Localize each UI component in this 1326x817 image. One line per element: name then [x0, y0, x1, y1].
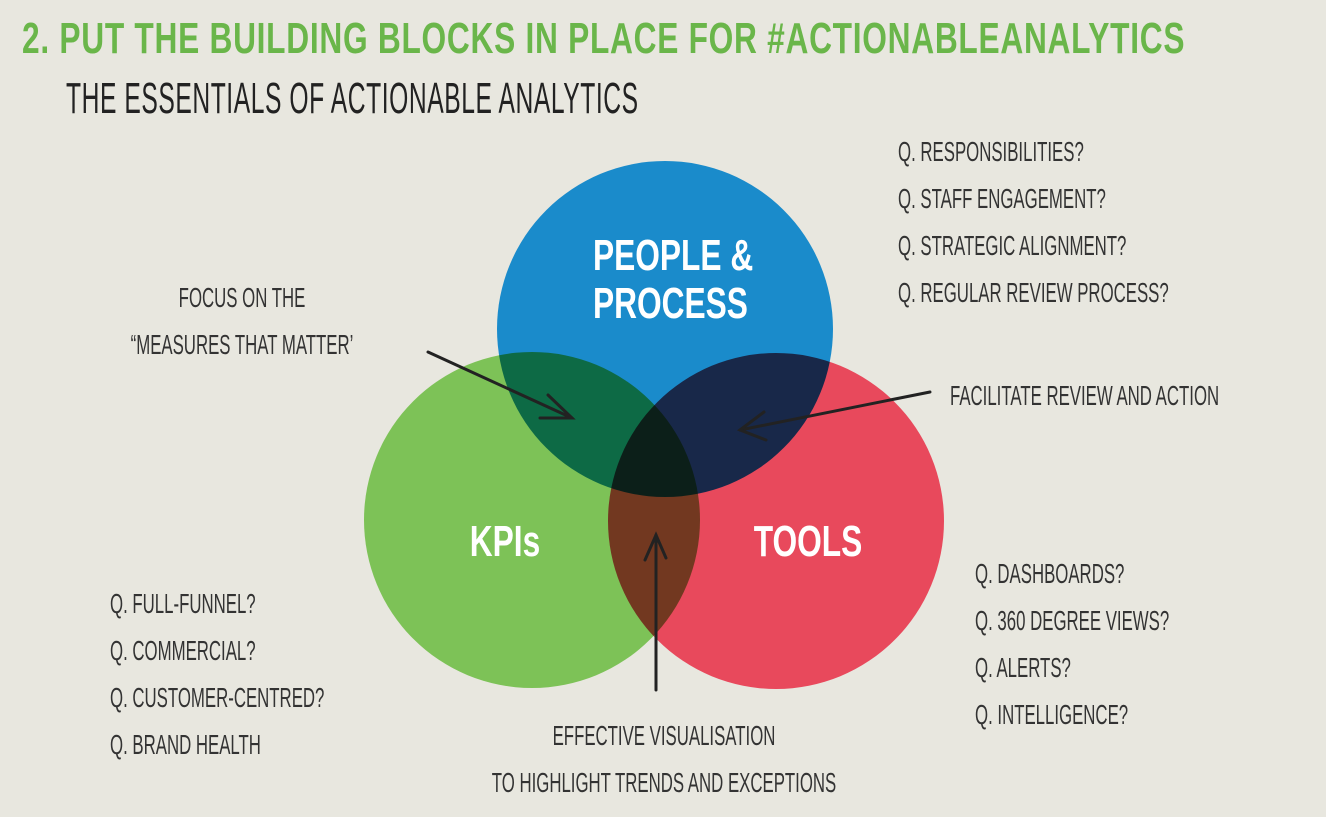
question-item: Q. STAFF ENGAGEMENT?: [898, 183, 1106, 214]
question-item: Q. DASHBOARDS?: [975, 558, 1125, 589]
question-item: Q. REGULAR REVIEW PROCESS?: [898, 277, 1169, 308]
visualisation-line2: TO HIGHLIGHT TRENDS AND EXCEPTIONS: [491, 767, 837, 798]
question-item: Q. FULL-FUNNEL?: [110, 588, 256, 619]
focus-line2: “MEASURES THAT MATTER’: [130, 329, 354, 360]
visualisation-annotation: EFFECTIVE VISUALISATION TO HIGHLIGHT TRE…: [475, 712, 853, 806]
focus-annotation: FOCUS ON THE “MEASURES THAT MATTER’: [110, 274, 374, 368]
question-item: Q. RESPONSIBILITIES?: [898, 136, 1084, 167]
visualisation-line1: EFFECTIVE VISUALISATION: [552, 720, 776, 751]
question-item: Q. ALERTS?: [975, 652, 1071, 683]
people-process-label: PEOPLE & PROCESS: [593, 231, 754, 328]
tools-label: TOOLS: [753, 517, 863, 566]
subtitle: THE ESSENTIALS OF ACTIONABLE ANALYTICS: [66, 74, 639, 123]
arrow-facilitate-icon: [736, 390, 932, 442]
kpis-label: KPIs: [469, 517, 541, 566]
kpis-circle: [364, 352, 700, 688]
people-label-line2: PROCESS: [593, 279, 748, 328]
main-title: 2. PUT THE BUILDING BLOCKS IN PLACE FOR …: [22, 14, 1186, 63]
focus-line1: FOCUS ON THE: [178, 282, 306, 313]
arrow-visualisation-icon: [643, 531, 668, 692]
question-item: Q. 360 DEGREE VIEWS?: [975, 605, 1170, 636]
question-item: Q. INTELLIGENCE?: [975, 699, 1129, 730]
tools-circle: [608, 353, 944, 689]
arrow-focus-icon: [426, 350, 576, 420]
kpi-questions: Q. FULL-FUNNEL? Q. COMMERCIAL? Q. CUSTOM…: [110, 580, 324, 768]
question-item: Q. COMMERCIAL?: [110, 635, 256, 666]
question-item: Q. CUSTOMER-CENTRED?: [110, 682, 325, 713]
facilitate-annotation: FACILITATE REVIEW AND ACTION: [950, 380, 1220, 411]
question-item: Q. BRAND HEALTH: [110, 729, 261, 760]
question-item: Q. STRATEGIC ALIGNMENT?: [898, 230, 1127, 261]
people-questions: Q. RESPONSIBILITIES? Q. STAFF ENGAGEMENT…: [898, 128, 1169, 316]
tools-questions: Q. DASHBOARDS? Q. 360 DEGREE VIEWS? Q. A…: [975, 550, 1169, 738]
people-label-line1: PEOPLE &: [593, 231, 754, 280]
